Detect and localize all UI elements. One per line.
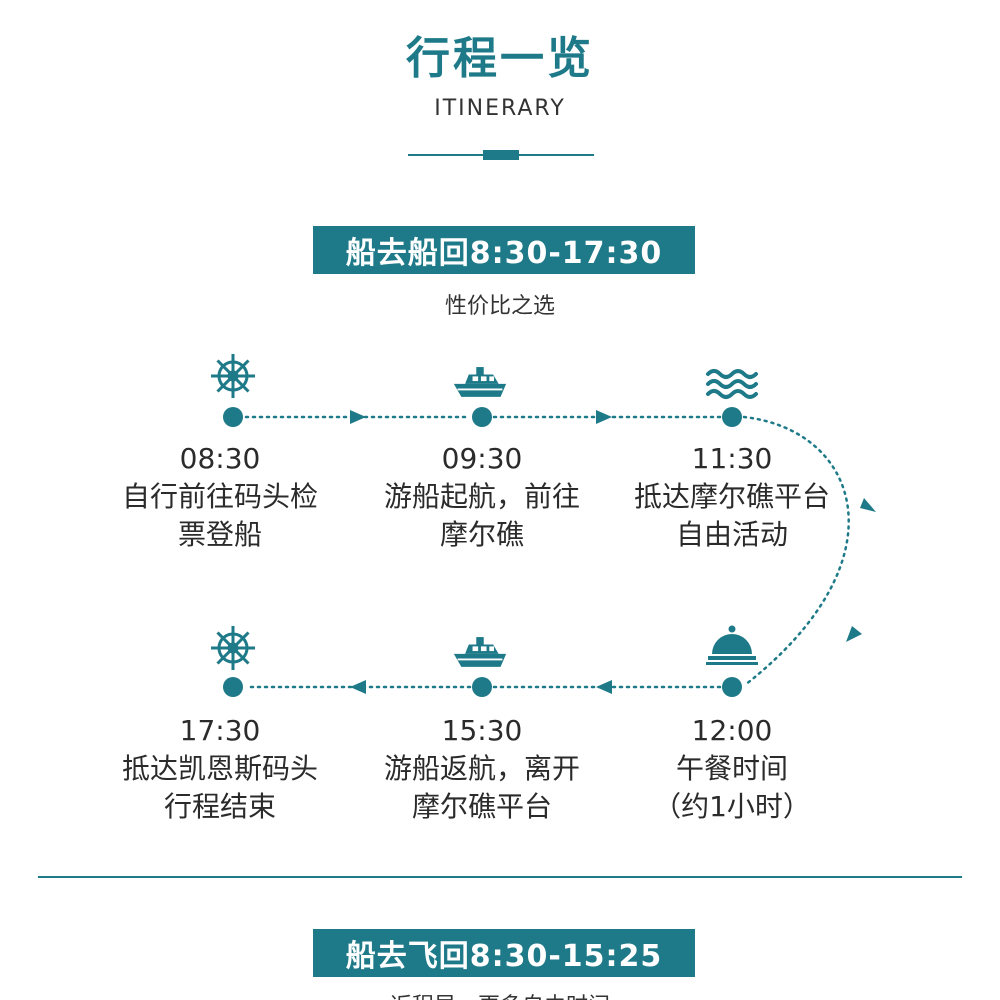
stop-desc-line-1: 自行前往码头检: [121, 480, 318, 513]
stop-desc-line-1: 午餐时间: [675, 752, 788, 785]
boat-icon-return: [453, 637, 507, 667]
connector-3-4: [742, 415, 850, 687]
stop-dot-5: [472, 677, 492, 697]
title-rule-accent: [483, 150, 519, 160]
stop-3: 11:30 抵达摩尔礁平台 自由活动: [602, 440, 862, 554]
arrow-3-4a: [860, 498, 876, 512]
stop-6: 17:30 抵达凯恩斯码头 行程结束: [90, 712, 350, 826]
stop-desc-line-1: 抵达摩尔礁平台: [633, 480, 830, 513]
ship-wheel-icon-end: [211, 626, 255, 670]
stop-time: 17:30: [179, 714, 261, 747]
arrow-3-4b: [846, 626, 862, 642]
stop-time: 09:30: [441, 442, 523, 475]
section-divider: [38, 876, 962, 878]
stop-dot-4: [722, 677, 742, 697]
stop-desc-line-2: 自由活动: [675, 518, 788, 551]
stop-dot-2: [472, 407, 492, 427]
arrow-2-3: [596, 410, 612, 424]
stop-time: 08:30: [179, 442, 261, 475]
stop-desc-line-2: 摩尔礁平台: [411, 790, 552, 823]
stop-time: 11:30: [691, 442, 773, 475]
stop-dot-6: [223, 677, 243, 697]
arrow-1-2: [350, 410, 366, 424]
stop-4: 12:00 午餐时间 （约1小时）: [602, 712, 862, 826]
stop-desc-line-2: 摩尔礁: [439, 518, 524, 551]
stop-1: 08:30 自行前往码头检 票登船: [90, 440, 350, 554]
stop-desc-line-2: 票登船: [177, 518, 262, 551]
stop-desc-line-1: 抵达凯恩斯码头: [121, 752, 318, 785]
arrow-5-6: [350, 680, 366, 694]
page-subtitle: ITINERARY: [434, 96, 566, 121]
route-2-tagline: 返程早，更多自由时间: [0, 988, 1000, 1000]
waves-icon: [706, 369, 758, 399]
stop-time: 15:30: [441, 714, 523, 747]
route-1-banner: 船去船回8:30-17:30: [313, 226, 695, 274]
stop-desc-line-1: 游船返航，离开: [383, 752, 580, 785]
boat-icon: [453, 367, 507, 397]
stop-desc-line-2: （约1小时）: [653, 790, 811, 823]
stop-desc-line-2: 行程结束: [163, 790, 276, 823]
stop-2: 09:30 游船起航，前往 摩尔礁: [352, 440, 612, 554]
page-title: 行程一览: [406, 33, 594, 84]
cloche-icon: [706, 625, 758, 665]
stop-time: 12:00: [691, 714, 773, 747]
route-1-tagline: 性价比之选: [444, 294, 555, 319]
ship-wheel-icon: [211, 354, 255, 398]
stop-dot-1: [223, 407, 243, 427]
stop-desc-line-1: 游船起航，前往: [383, 480, 580, 513]
arrow-4-5: [596, 680, 612, 694]
route-2-banner: 船去飞回8:30-15:25: [313, 929, 695, 977]
stop-dot-3: [722, 407, 742, 427]
stop-5: 15:30 游船返航，离开 摩尔礁平台: [352, 712, 612, 826]
